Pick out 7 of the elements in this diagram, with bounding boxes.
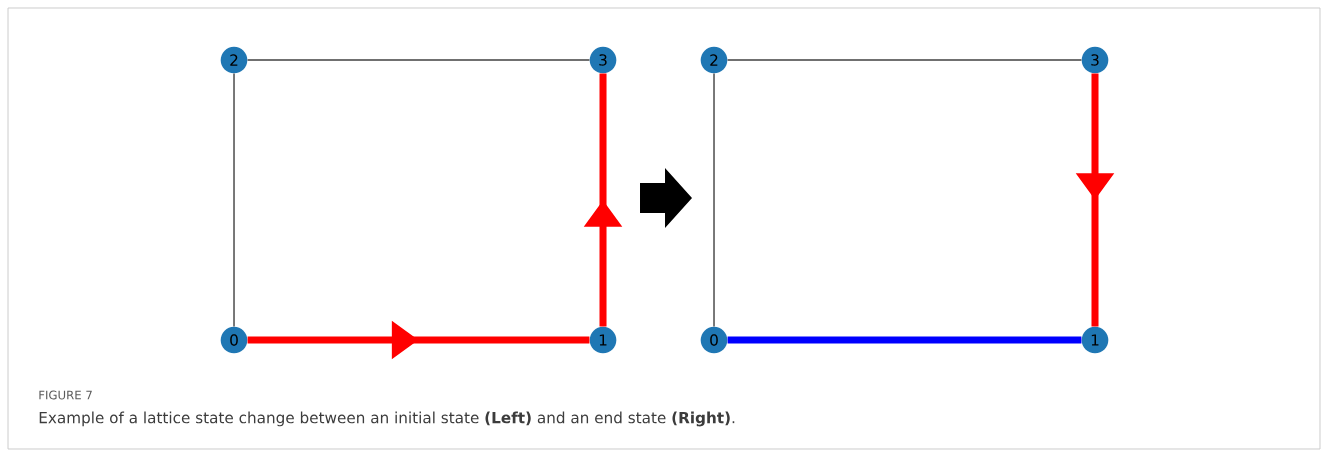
figure-caption: Example of a lattice state change between an initial state (Left) and an end state (Right).	[39, 411, 735, 427]
lattice-edge	[713, 72, 715, 328]
figure-number: FIGURE 7	[39, 390, 92, 400]
lattice-edge	[727, 336, 1082, 344]
lattice-edge	[246, 59, 591, 61]
lattice-edge	[233, 72, 235, 328]
lattice-edge	[726, 59, 1083, 61]
